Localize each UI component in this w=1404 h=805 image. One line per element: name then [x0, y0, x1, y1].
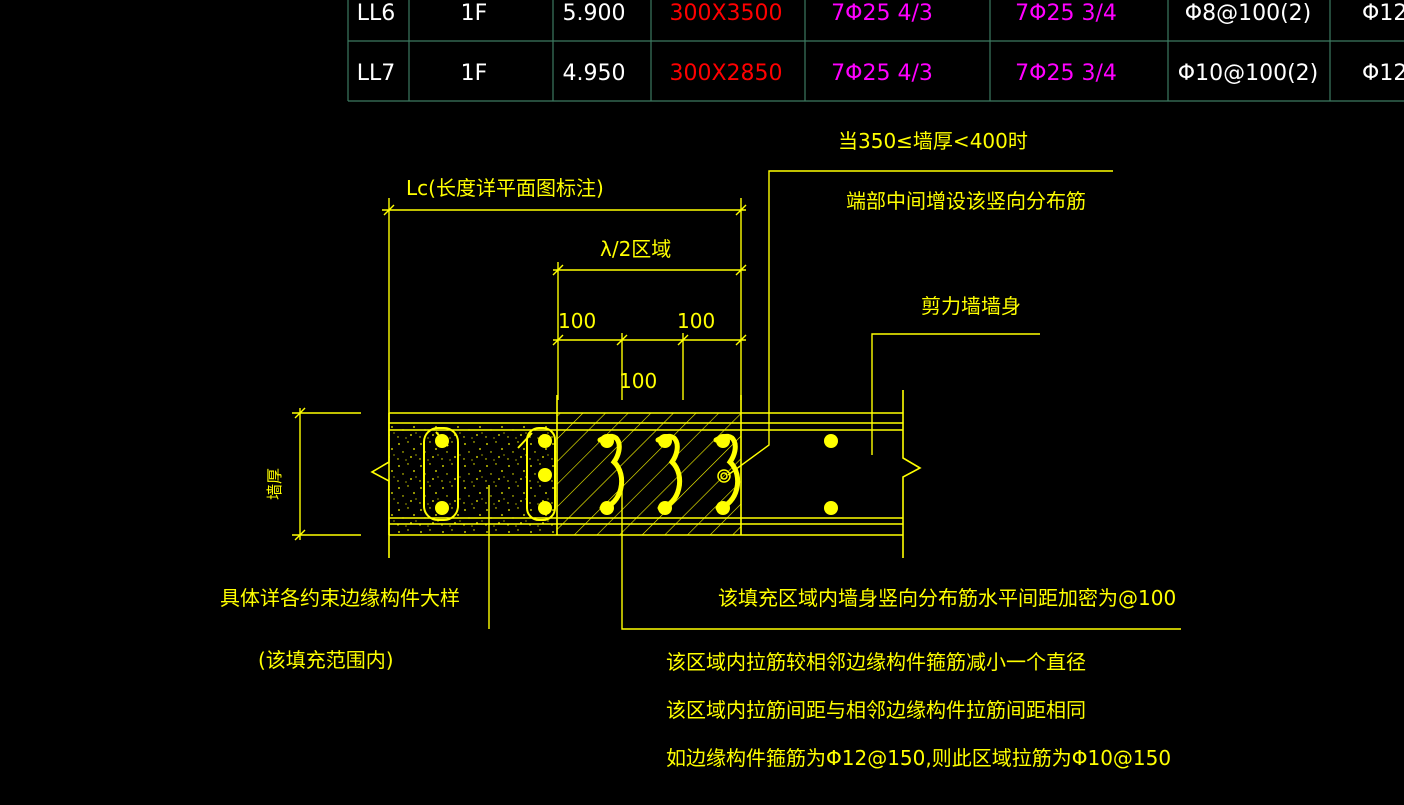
leader-lines — [488, 170, 1181, 630]
note-tie-example: 如边缘构件箍筋为Φ12@150,则此区域拉筋为Φ10@150 — [666, 746, 1171, 770]
note-tie-spacing: 该区域内拉筋间距与相邻边缘构件拉筋间距相同 — [666, 698, 1086, 722]
rebar-dots — [435, 434, 838, 515]
cell-floor: 1F — [461, 1, 488, 26]
dim-100-left: 100 — [558, 309, 596, 333]
cell-floor: 1F — [461, 61, 488, 86]
wall-outline — [370, 390, 922, 558]
lc-label: Lc(长度详平面图标注) — [406, 176, 604, 200]
cell-id: LL7 — [357, 61, 396, 86]
cell-side-bars: Φ12@ — [1362, 1, 1404, 26]
note-wall-body: 剪力墙墙身 — [921, 294, 1021, 318]
tie-hooks — [597, 433, 741, 511]
cell-stirrup: Φ8@100(2) — [1185, 1, 1311, 26]
cell-size: 300X2850 — [669, 61, 782, 86]
cell-elevation: 5.900 — [563, 1, 626, 26]
table-row: LL7 1F 4.950 300X2850 7Φ25 4/3 7Φ25 3/4 … — [357, 61, 1404, 86]
cell-side-bars: Φ12@ — [1362, 61, 1404, 86]
note-top-condition: 当350≤墙厚<400时 — [838, 129, 1028, 153]
note-fill-spacing: 该填充区域内墙身竖向分布筋水平间距加密为@100 — [718, 586, 1176, 610]
cell-size: 300X3500 — [669, 1, 782, 26]
added-bar-marker — [717, 469, 731, 483]
table-row: LL6 1F 5.900 300X3500 7Φ25 4/3 7Φ25 3/4 … — [357, 1, 1404, 26]
hatched-zone — [557, 413, 741, 535]
dim-100-right: 100 — [677, 309, 715, 333]
cell-top-bars: 7Φ25 4/3 — [831, 1, 933, 26]
wall-section — [370, 390, 922, 558]
beam-table: LL6 1F 5.900 300X3500 7Φ25 4/3 7Φ25 3/4 … — [347, 0, 1404, 102]
note-edge-member: 具体详各约束边缘构件大样 — [220, 586, 460, 610]
cell-id: LL6 — [357, 1, 396, 26]
cell-bottom-bars: 7Φ25 3/4 — [1015, 1, 1117, 26]
cell-top-bars: 7Φ25 4/3 — [831, 61, 933, 86]
dimension-lines — [292, 198, 747, 541]
half-zone-label: λ/2区域 — [600, 237, 671, 261]
labels: Lc(长度详平面图标注) λ/2区域 100 100 100 墙厚 当350≤墙… — [220, 129, 1176, 770]
wall-thickness-label: 墙厚 — [265, 468, 284, 500]
note-fill-range: (该填充范围内) — [258, 648, 394, 672]
cell-bottom-bars: 7Φ25 3/4 — [1015, 61, 1117, 86]
dim-100-middle: 100 — [619, 369, 657, 393]
note-tie-diameter: 该区域内拉筋较相邻边缘构件箍筋减小一个直径 — [666, 650, 1086, 674]
table-grid — [347, 0, 1404, 102]
note-top-added-bar: 端部中间增设该竖向分布筋 — [846, 189, 1086, 213]
cell-elevation: 4.950 — [563, 61, 626, 86]
cell-stirrup: Φ10@100(2) — [1178, 61, 1318, 86]
